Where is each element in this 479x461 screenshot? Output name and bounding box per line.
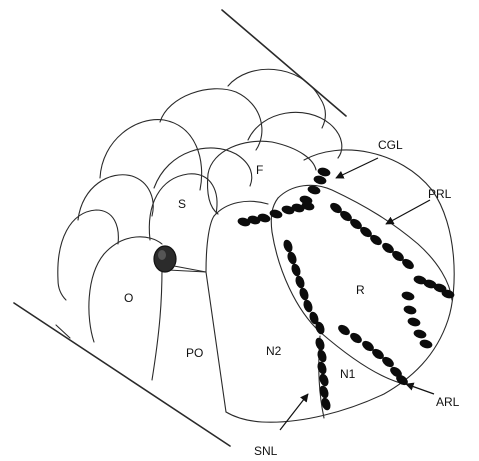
cell-dot (316, 348, 328, 363)
cell-dot (336, 323, 351, 337)
label-o: O (124, 291, 133, 305)
label-n2: N2 (266, 344, 282, 358)
cell-dot (314, 336, 326, 351)
label-po: PO (186, 346, 203, 360)
snl-arrow (280, 394, 308, 430)
cell-dot (290, 262, 302, 277)
cell-dot (316, 360, 328, 375)
head-outline (226, 150, 454, 422)
label-snl: SNL (254, 444, 278, 458)
cell-dot (348, 331, 363, 345)
cell-dot (401, 290, 416, 301)
cell-dot (294, 274, 306, 289)
cell-dot (286, 250, 298, 265)
prl-arrow (386, 200, 430, 224)
cell-dot (320, 396, 332, 411)
label-f: F (256, 163, 263, 177)
label-prl: PRL (428, 187, 452, 201)
label-arl: ARL (436, 395, 460, 409)
snl-row (314, 336, 332, 411)
label-r: R (356, 283, 365, 297)
eye-spot (154, 246, 206, 272)
cell-f (207, 141, 316, 214)
label-n1: N1 (340, 367, 356, 381)
cell-dot (302, 298, 314, 313)
arl-side-row (401, 274, 456, 349)
cgl-arrow (336, 158, 378, 178)
cell-dot (407, 316, 422, 327)
cell-o (89, 237, 162, 380)
cell-po (168, 270, 226, 412)
cell-dot (403, 304, 418, 315)
label-s: S (178, 197, 186, 211)
cell-dot (282, 238, 294, 253)
label-cgl: CGL (378, 138, 403, 152)
cell-outlines (58, 69, 342, 300)
cell-dot (419, 338, 434, 349)
arl-arrow (406, 384, 434, 394)
frontal-row (237, 200, 316, 227)
cell-dot (269, 208, 284, 219)
cell-dot (298, 286, 310, 301)
cell-dot (413, 328, 428, 339)
